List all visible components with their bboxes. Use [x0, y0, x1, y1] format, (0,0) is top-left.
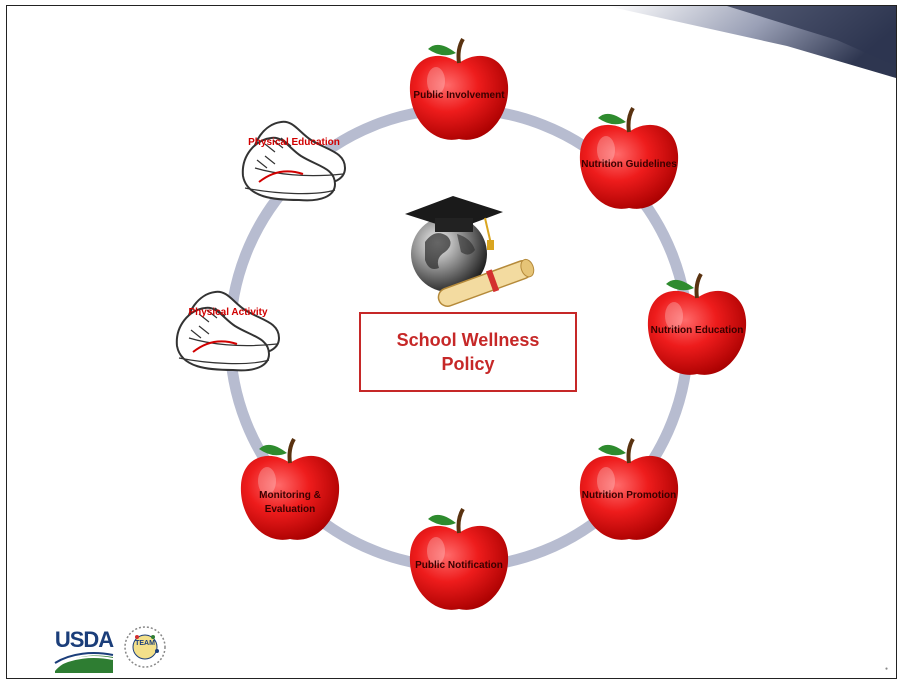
apple-icon: [647, 272, 747, 375]
node-nutrition-guidelines: Nutrition Guidelines: [570, 102, 688, 220]
node-physical-education: Physical Education: [235, 98, 353, 216]
node-monitoring-evaluation: Monitoring & Evaluation: [231, 433, 349, 551]
node-physical-activity: Physical Activity: [169, 268, 287, 386]
node-label: Nutrition Guidelines: [581, 159, 677, 170]
slide: Public Involvement Nutrition Guidelines …: [6, 5, 897, 679]
node-label: Physical Education: [248, 137, 340, 148]
usda-hills-icon: [54, 652, 114, 673]
node-label: Nutrition Promotion: [581, 490, 677, 501]
node-label: Physical Activity: [188, 307, 268, 318]
policy-title: School Wellness Policy: [396, 330, 540, 374]
team-seal-icon: [124, 626, 166, 668]
apple-icon: [579, 437, 679, 540]
team-nutrition-logo: TEAM: [123, 625, 167, 669]
apple-icon: [240, 437, 340, 540]
node-public-notification: Public Notification: [400, 503, 518, 621]
node-label: Nutrition Education: [650, 325, 744, 336]
usda-logo: USDA: [53, 627, 115, 675]
slide-marker: ●: [884, 666, 888, 672]
sneakers-icon: [241, 120, 347, 202]
node-label: Monitoring & Evaluation: [259, 490, 321, 515]
node-label: Public Notification: [415, 560, 503, 571]
team-logo-text: TEAM: [135, 640, 155, 647]
apple-icon: [579, 106, 679, 209]
node-nutrition-education: Nutrition Education: [638, 268, 756, 386]
node-public-involvement: Public Involvement: [400, 33, 518, 151]
node-nutrition-promotion: Nutrition Promotion: [570, 433, 688, 551]
policy-title-box: School Wellness Policy: [359, 312, 577, 392]
banner-swoosh-dark: [727, 6, 896, 66]
sneakers-icon: [175, 290, 281, 372]
node-label: Public Involvement: [413, 90, 505, 101]
usda-logo-text: USDA: [54, 627, 114, 652]
graduation-globe-icon: [405, 196, 535, 307]
apple-icon: [409, 37, 509, 140]
apple-icon: [409, 507, 509, 610]
